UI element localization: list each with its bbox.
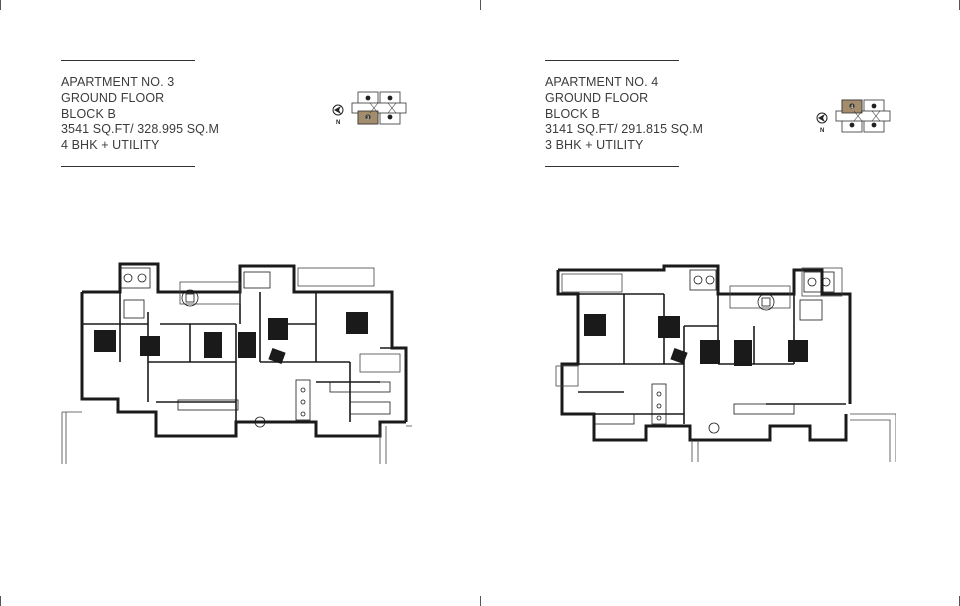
- apartment-3-floor-plan: [61, 262, 412, 464]
- fixtures: [119, 267, 391, 428]
- north-arrow-icon: [332, 104, 344, 116]
- interior-walls: [82, 292, 406, 436]
- apartment-title: APARTMENT NO. 3: [61, 75, 175, 89]
- apartment-3-spec: APARTMENT NO. 3 GROUND FLOOR BLOCK B 354…: [61, 60, 301, 167]
- fixtures: [593, 269, 835, 434]
- config-label: 4 BHK + UTILITY: [61, 138, 160, 153]
- apartment-4-floor-plan: [555, 264, 896, 462]
- north-arrow-icon: [816, 112, 828, 124]
- apartment-3-keyplan: N 3: [332, 91, 407, 126]
- floor-label: GROUND FLOOR: [61, 90, 165, 105]
- spec-top-rule: [545, 60, 679, 61]
- apartment-title: APARTMENT NO. 4: [545, 75, 659, 89]
- apartment-4-spec: APARTMENT NO. 4 GROUND FLOOR BLOCK B 314…: [545, 60, 785, 167]
- furniture: [584, 314, 808, 366]
- furniture: [94, 312, 368, 365]
- balcony-outlines: [61, 267, 412, 464]
- crop-mark: [0, 596, 1, 606]
- block-label: BLOCK B: [61, 106, 116, 121]
- spec-bottom-rule: [61, 165, 195, 167]
- balcony-outlines: [555, 267, 896, 462]
- block-label: BLOCK B: [545, 106, 600, 121]
- highlighted-unit-number: 4: [851, 104, 854, 110]
- crop-mark: [480, 0, 481, 10]
- crop-mark: [480, 596, 481, 606]
- spec-bottom-rule: [545, 165, 679, 167]
- area-label: 3541 SQ.FT/ 328.995 SQ.M: [61, 122, 220, 137]
- config-label: 3 BHK + UTILITY: [545, 138, 644, 153]
- area-label: 3141 SQ.FT/ 291.815 SQ.M: [545, 122, 704, 137]
- floor-label: GROUND FLOOR: [545, 90, 649, 105]
- apartment-4-keyplan: N 4: [816, 99, 891, 134]
- highlighted-unit-number: 3: [367, 115, 370, 121]
- spec-top-rule: [61, 60, 195, 61]
- crop-mark: [0, 0, 1, 10]
- north-label: N: [820, 128, 824, 134]
- north-label: N: [336, 120, 340, 126]
